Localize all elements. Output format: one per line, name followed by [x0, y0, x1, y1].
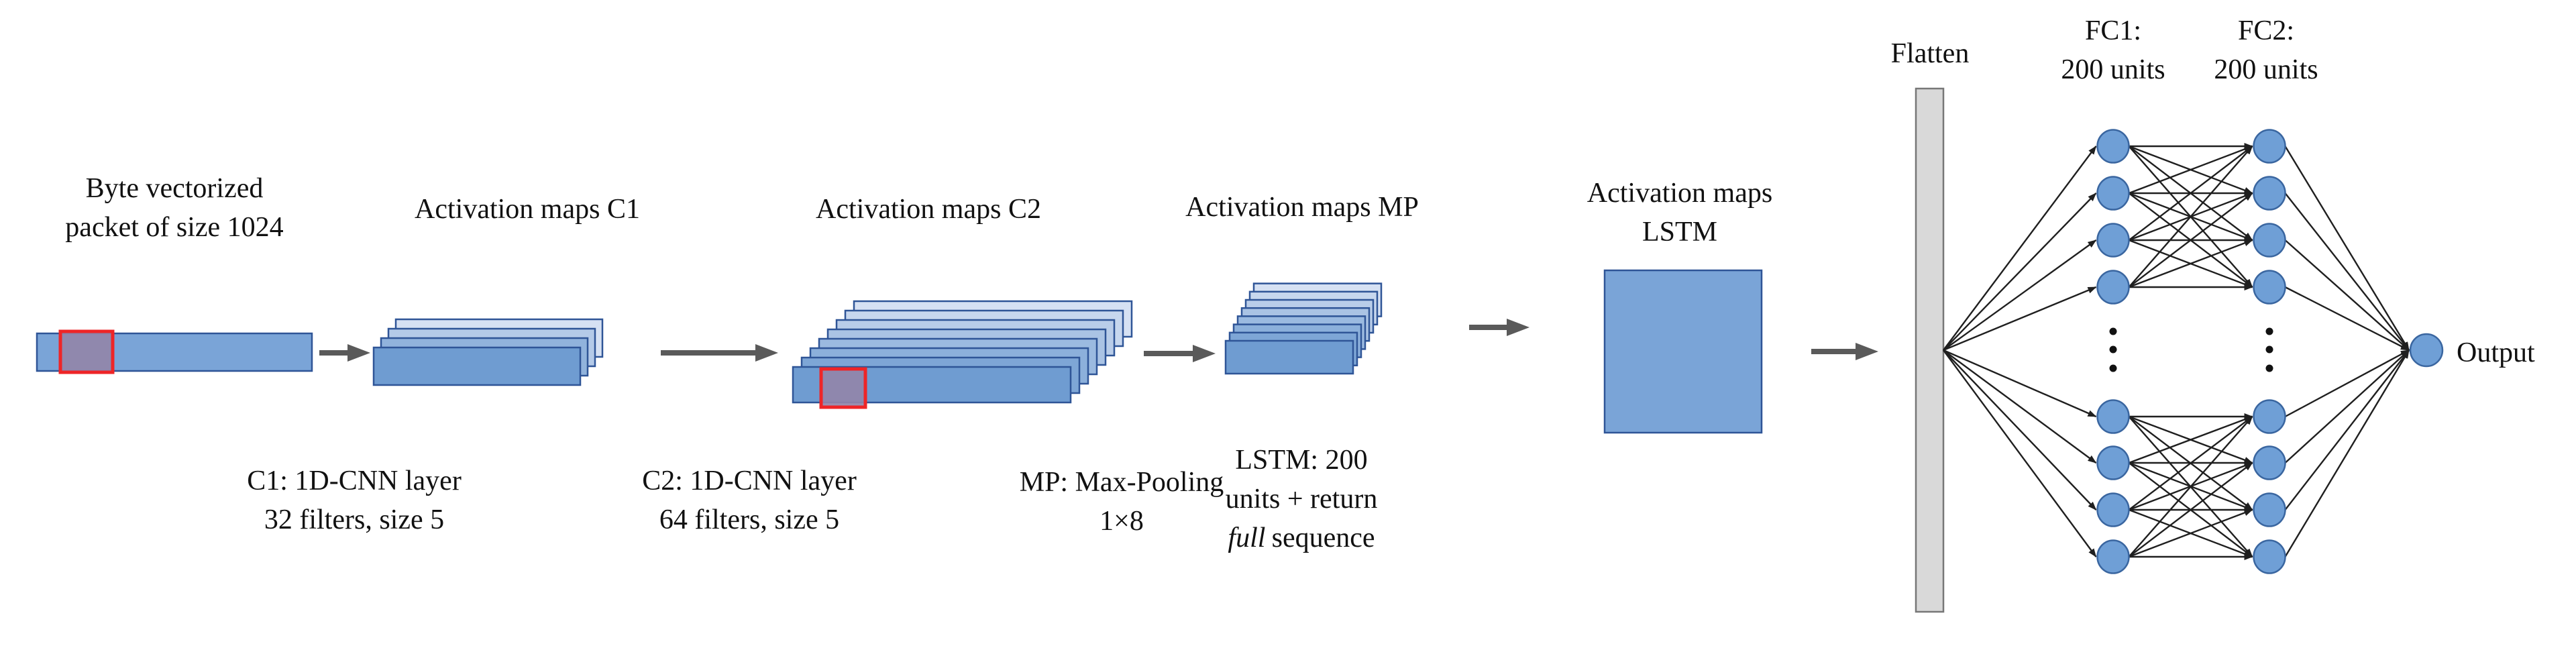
lstm-caption-line2: units + return — [1225, 484, 1378, 515]
flow-arrow-1-head — [347, 344, 370, 362]
c2-kernel-red-box — [819, 367, 867, 409]
flatten-to-fc1-connection — [1943, 193, 2097, 351]
flatten-to-fc1-connection — [1943, 146, 2097, 351]
lstm-activation-square — [1603, 269, 1763, 434]
fc1-neuron-7 — [2096, 492, 2130, 527]
mp-caption: MP: Max-Pooling 1×8 — [954, 463, 1289, 541]
fc2-label: FC2: 200 units — [2159, 11, 2373, 89]
fc1-to-fc2-connection — [2129, 508, 2253, 558]
fc2-to-output-connection — [2284, 349, 2410, 464]
c2-label: Activation maps C2 — [816, 194, 1041, 225]
fc1-label-line1: FC1: — [2084, 15, 2142, 46]
c2-caption-line1: C2: 1D-CNN layer — [642, 466, 857, 496]
flatten-to-fc1-connection — [1943, 349, 2097, 418]
fc1-to-fc2-connection — [2128, 146, 2253, 241]
fc2-neuron-6 — [2253, 445, 2286, 480]
flatten-to-fc1-connection — [1943, 239, 2097, 351]
lstm-caption-full-word: full — [1228, 523, 1266, 553]
input-label-line2: packet of size 1024 — [65, 212, 284, 243]
flow-arrow-3-head — [1193, 345, 1216, 362]
fc2-ellipsis-dot — [2265, 327, 2273, 335]
fc2-neuron-2 — [2253, 176, 2286, 211]
fc1-to-fc2-connection — [2128, 146, 2253, 288]
fc2-to-output-connection — [2284, 146, 2410, 351]
fc1-to-fc2-connection — [2128, 416, 2253, 510]
c2-caption-line2: 64 filters, size 5 — [659, 504, 840, 535]
fc1-ellipsis-dot — [2109, 364, 2117, 372]
flow-arrow-4-head — [1507, 319, 1529, 336]
flatten-to-fc1-connection — [1943, 349, 2097, 557]
fc1-to-fc2-connection — [2128, 193, 2253, 288]
fc1-label-line2: 200 units — [2061, 54, 2165, 85]
fc2-to-output-connection — [2284, 193, 2410, 351]
fc1-neuron-1 — [2096, 129, 2130, 164]
flatten-bar — [1915, 87, 1945, 613]
c1-activation-map-layer-1 — [372, 346, 582, 386]
fc1-to-fc2-connection — [2129, 239, 2253, 288]
flow-arrow-1-shaft — [319, 350, 347, 356]
fc1-to-fc2-connection — [2129, 415, 2253, 464]
lstm-label: Activation maps LSTM — [1512, 174, 1847, 252]
mp-caption-line1: MP: Max-Pooling — [1019, 467, 1224, 498]
fc2-to-output-connection — [2284, 349, 2410, 418]
flatten-to-fc1-connection — [1943, 349, 2097, 464]
flatten-to-fc1-connection — [1943, 349, 2097, 510]
fc2-neuron-5 — [2253, 399, 2286, 434]
c1-caption: C1: 1D-CNN layer 32 filters, size 5 — [186, 462, 522, 539]
input-label-line1: Byte vectorized — [85, 173, 264, 204]
input-label: Byte vectorized packet of size 1024 — [7, 169, 342, 247]
mp-label: Activation maps MP — [1185, 192, 1419, 223]
fc1-ellipsis-dot — [2109, 345, 2117, 354]
fc2-neuron-7 — [2253, 492, 2286, 527]
flatten-label: Flatten — [1890, 38, 1970, 69]
fc2-to-output-connection — [2284, 286, 2410, 352]
fc2-neuron-8 — [2253, 539, 2286, 574]
fc1-to-fc2-connection — [2129, 145, 2253, 195]
flatten-to-fc1-connection — [1943, 286, 2097, 352]
lstm-caption-line1: LSTM: 200 — [1235, 445, 1368, 476]
mp-caption-line2: 1×8 — [1099, 506, 1144, 537]
fc2-neuron-3 — [2253, 223, 2286, 258]
fc1-label: FC1: 200 units — [2006, 11, 2220, 89]
fc2-to-output-connection — [2284, 349, 2410, 557]
flow-arrow-5-shaft — [1811, 349, 1856, 354]
fc1-neuron-3 — [2096, 223, 2130, 258]
fc1-neuron-6 — [2096, 445, 2130, 480]
fc2-neuron-1 — [2253, 129, 2286, 164]
flow-arrow-2-head — [755, 344, 778, 362]
flow-arrow-3-shaft — [1144, 351, 1193, 356]
fc2-to-output-connection — [2284, 239, 2410, 351]
input-kernel-red-box — [58, 329, 115, 374]
fc2-ellipsis-dot — [2265, 364, 2273, 372]
fc1-neuron-4 — [2096, 270, 2130, 305]
output-label: Output — [2457, 337, 2535, 368]
lstm-caption-sequence-word: sequence — [1271, 523, 1375, 553]
c1-label: Activation maps C1 — [415, 194, 640, 225]
c2-caption: C2: 1D-CNN layer 64 filters, size 5 — [582, 462, 917, 539]
fc1-neuron-8 — [2096, 539, 2130, 574]
flow-arrow-4-shaft — [1469, 325, 1507, 330]
flow-arrow-5-head — [1856, 343, 1878, 360]
fc2-to-output-connection — [2284, 349, 2410, 510]
flow-arrow-2-shaft — [661, 350, 755, 356]
fc1-neuron-5 — [2096, 399, 2130, 434]
mp-activation-map-layer-1 — [1224, 339, 1354, 375]
fc2-label-line1: FC2: — [2237, 15, 2295, 46]
fc1-ellipsis-dot — [2109, 327, 2117, 335]
fc1-to-fc2-connection — [2128, 416, 2253, 557]
fc1-to-fc2-connection — [2128, 462, 2253, 557]
fc2-neuron-4 — [2253, 270, 2286, 305]
lstm-label-line2: LSTM — [1642, 217, 1717, 248]
c1-caption-line1: C1: 1D-CNN layer — [247, 466, 462, 496]
lstm-label-line1: Activation maps — [1587, 178, 1773, 209]
fc2-label-line2: 200 units — [2214, 54, 2318, 85]
c1-caption-line2: 32 filters, size 5 — [264, 504, 445, 535]
fc2-ellipsis-dot — [2265, 345, 2273, 354]
fc1-neuron-2 — [2096, 176, 2130, 211]
output-neuron — [2409, 333, 2444, 368]
